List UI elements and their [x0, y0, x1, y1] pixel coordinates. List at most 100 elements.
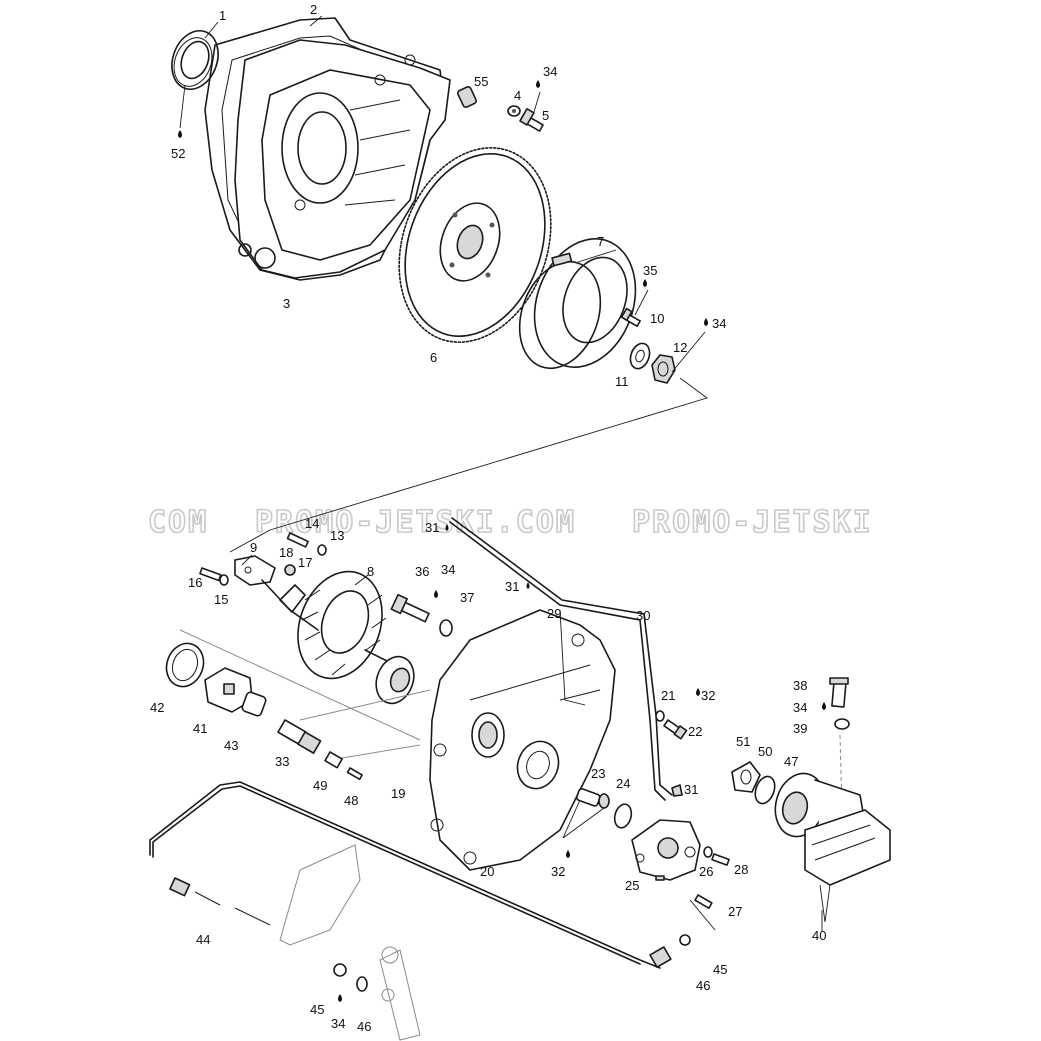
part-14-screw	[286, 532, 309, 548]
callout-23: 23	[591, 766, 605, 781]
watermark-left: COM	[148, 505, 208, 540]
drop-icon	[178, 130, 182, 138]
watermark: COM PROMO-JETSKI.COM PROMO-JETSKI	[147, 504, 871, 541]
part-43-seal	[241, 691, 267, 717]
part-5-bolt	[519, 108, 544, 132]
callout-34-b: 34	[712, 316, 726, 331]
callout-30: 30	[636, 608, 650, 623]
callout-36: 36	[415, 564, 429, 579]
callout-25: 25	[625, 878, 639, 893]
part-31-clip	[671, 784, 683, 797]
callout-31-a: 31	[425, 520, 439, 535]
part-48-terminal	[346, 767, 363, 781]
callout-leaders	[179, 15, 823, 932]
callout-9: 9	[250, 540, 257, 555]
part-38-bolt	[829, 677, 849, 708]
callout-45-b: 45	[310, 1002, 324, 1017]
callout-38: 38	[793, 678, 807, 693]
callout-49: 49	[313, 778, 327, 793]
callout-5: 5	[542, 108, 549, 123]
assembly-link-line	[229, 377, 708, 553]
part-50-gasket	[754, 775, 776, 805]
callout-26: 26	[699, 864, 713, 879]
callout-51: 51	[736, 734, 750, 749]
drop-icon	[704, 318, 708, 326]
sealant-drop-icons	[178, 80, 826, 1002]
ghost-throttle-bracket	[279, 844, 421, 1041]
bolt-guide-38	[839, 734, 843, 811]
part-21-washer	[655, 710, 665, 722]
callout-31-b: 31	[505, 579, 519, 594]
callout-33: 33	[275, 754, 289, 769]
part-16-screw	[199, 567, 222, 582]
callout-31-c: 31	[684, 782, 698, 797]
part-28-screw	[711, 853, 730, 866]
callout-labels: 1 2 3 4 5 6 7 8 9 10 11 12 13 14 15 16 1…	[150, 2, 826, 1034]
callout-55: 55	[474, 74, 488, 89]
leader-40	[819, 884, 831, 923]
drop-icon	[696, 688, 700, 696]
stator-wire	[261, 579, 319, 631]
callout-12: 12	[673, 340, 687, 355]
part-39-washer	[834, 718, 850, 730]
callout-52: 52	[171, 146, 185, 161]
part-49-terminal	[324, 751, 343, 769]
callout-48: 48	[344, 793, 358, 808]
part-7-magneto-rotor	[518, 238, 637, 370]
callout-32-a: 32	[701, 688, 715, 703]
callout-13: 13	[330, 528, 344, 543]
callout-18: 18	[279, 545, 293, 560]
callout-17: 17	[298, 555, 312, 570]
part-44-cable	[149, 781, 661, 969]
part-45-nut	[679, 934, 691, 946]
drop-icon	[526, 582, 530, 589]
part-33-connector	[277, 719, 322, 754]
callout-11: 11	[615, 374, 629, 389]
callout-14: 14	[305, 516, 319, 531]
part-oil-pump	[631, 819, 701, 881]
callout-47: 47	[784, 754, 798, 769]
callout-32-b: 32	[551, 864, 565, 879]
callout-42: 42	[150, 700, 164, 715]
part-46-sleeve	[649, 946, 672, 968]
callout-50: 50	[758, 744, 772, 759]
callout-4: 4	[514, 88, 521, 103]
callout-43: 43	[224, 738, 238, 753]
callout-44: 44	[196, 932, 210, 947]
callout-35: 35	[643, 263, 657, 278]
part-45-nut-lower	[333, 963, 347, 977]
callout-28: 28	[734, 862, 748, 877]
drop-icon	[536, 80, 540, 88]
callout-1: 1	[219, 8, 226, 23]
part-8-stator	[297, 570, 406, 691]
part-9-pickup-bracket	[234, 555, 276, 586]
part-1-oil-seal	[171, 30, 219, 90]
callout-20: 20	[480, 864, 494, 879]
part-51-gasket	[731, 761, 761, 793]
part-29-30-tubes	[449, 517, 673, 801]
part-24-o-ring	[613, 803, 633, 829]
part-55-dowel-pin	[457, 86, 477, 108]
callout-8: 8	[367, 564, 374, 579]
part-13-washer	[317, 544, 327, 556]
part-18-nut	[284, 564, 296, 576]
drop-icon	[338, 994, 342, 1002]
part-15-washer	[219, 574, 229, 586]
drop-icon	[822, 702, 826, 710]
part-23-fitting	[575, 788, 610, 809]
part-12-nut	[651, 354, 676, 384]
part-26-washer	[703, 846, 713, 858]
callout-21: 21	[661, 688, 675, 703]
part-6-ring-gear	[398, 147, 552, 343]
drop-icon	[445, 524, 449, 531]
part-36-bolt	[390, 593, 430, 623]
part-4-washer	[507, 105, 521, 117]
watermark-middle: PROMO-JETSKI.COM	[255, 505, 576, 540]
callout-7: 7	[597, 234, 604, 249]
drop-icon	[566, 850, 570, 858]
callout-22: 22	[688, 724, 702, 739]
callout-41: 41	[193, 721, 207, 736]
callout-3: 3	[283, 296, 290, 311]
part-40-starter-mount	[804, 809, 891, 886]
